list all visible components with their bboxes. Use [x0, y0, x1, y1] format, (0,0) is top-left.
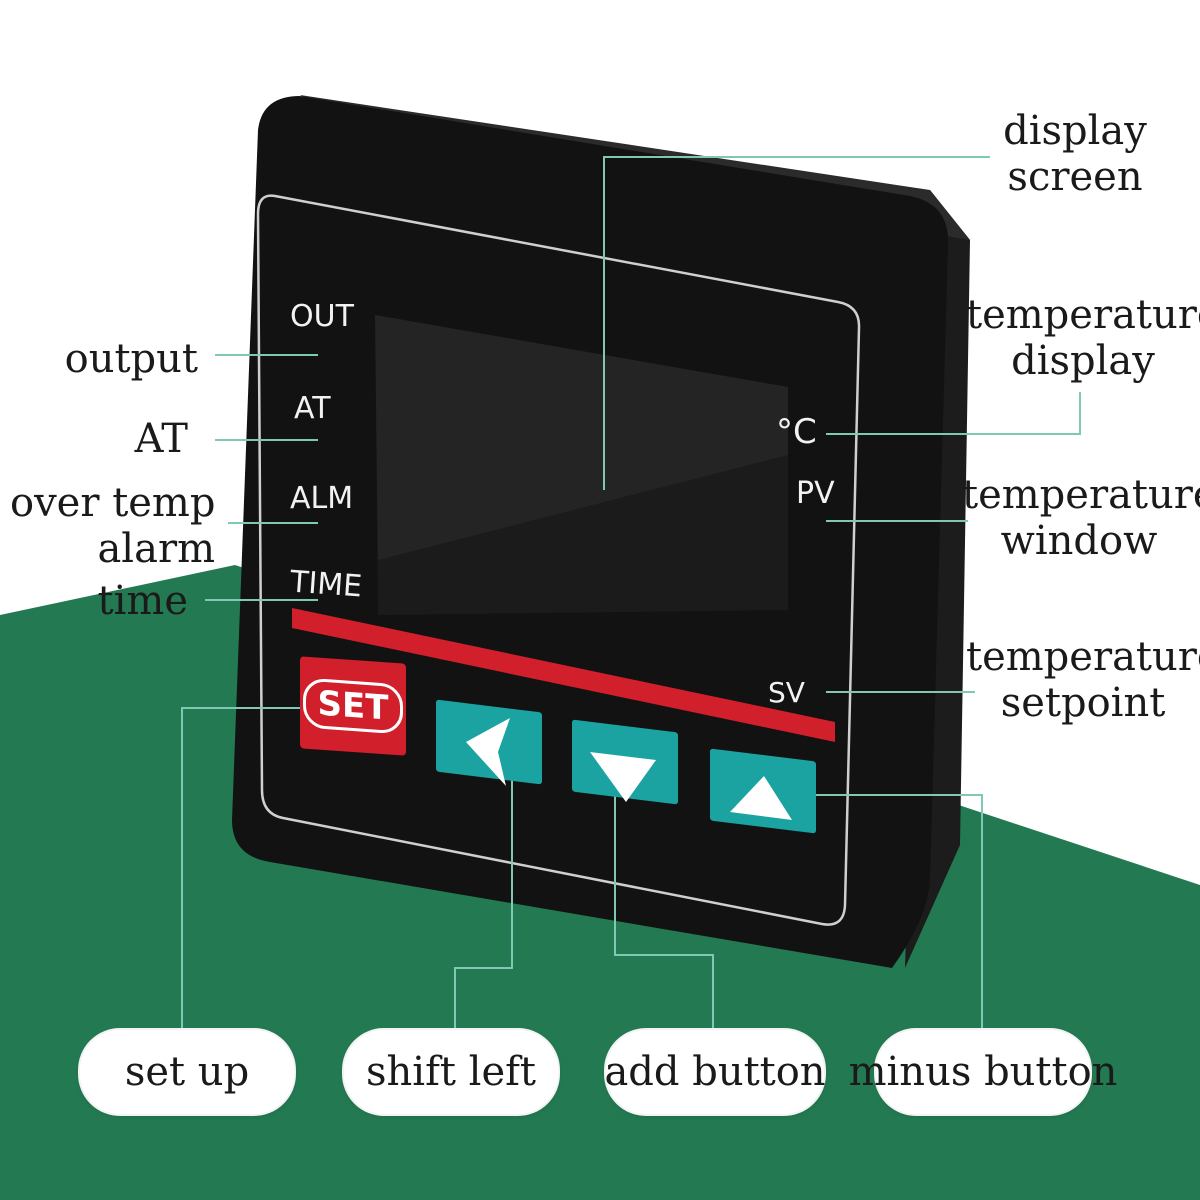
shift-left-key[interactable]	[436, 699, 542, 785]
add-button-pill[interactable]: add button	[604, 1028, 826, 1116]
panel-label-alm: ALM	[290, 481, 354, 516]
callout-temperature-window: temperature window	[962, 472, 1200, 564]
minus-button-pill[interactable]: minus button	[849, 1028, 1117, 1116]
panel-label-pv: PV	[796, 476, 835, 511]
leader-display-screen	[603, 156, 990, 490]
set-up-pill[interactable]: set up	[78, 1028, 296, 1116]
leader-set-up	[181, 707, 305, 1040]
callout-over-temp-alarm: over temp alarm	[10, 480, 216, 572]
shift-left-pill[interactable]: shift left	[342, 1028, 560, 1116]
inner-bezel	[256, 194, 861, 926]
callout-temperature-display: temperature display	[966, 292, 1200, 384]
red-indicator-bar	[292, 608, 835, 742]
set-key-label: SET	[302, 677, 404, 735]
set-key[interactable]: SET	[300, 656, 406, 756]
lcd-screen-highlight	[375, 315, 788, 560]
panel-label-out: OUT	[290, 299, 354, 334]
panel-label-celsius: °C	[776, 412, 817, 452]
leader-temperature-display	[826, 392, 1081, 435]
callout-time: time	[97, 578, 188, 624]
leader-shift-left	[454, 780, 513, 1040]
leader-add	[614, 792, 714, 1040]
down-key[interactable]	[572, 719, 678, 805]
leader-lines	[181, 156, 1081, 1040]
up-key[interactable]	[710, 748, 816, 834]
callout-display-screen: display screen	[1003, 108, 1147, 200]
callout-at: AT	[134, 416, 188, 462]
callout-output: output	[64, 336, 198, 382]
panel-label-time: TIME	[288, 564, 364, 605]
panel-label-at: AT	[294, 391, 331, 426]
callout-temperature-setpoint: temperature setpoint	[966, 634, 1200, 726]
panel-label-sv: SV	[768, 676, 805, 709]
leader-minus	[808, 794, 983, 1040]
